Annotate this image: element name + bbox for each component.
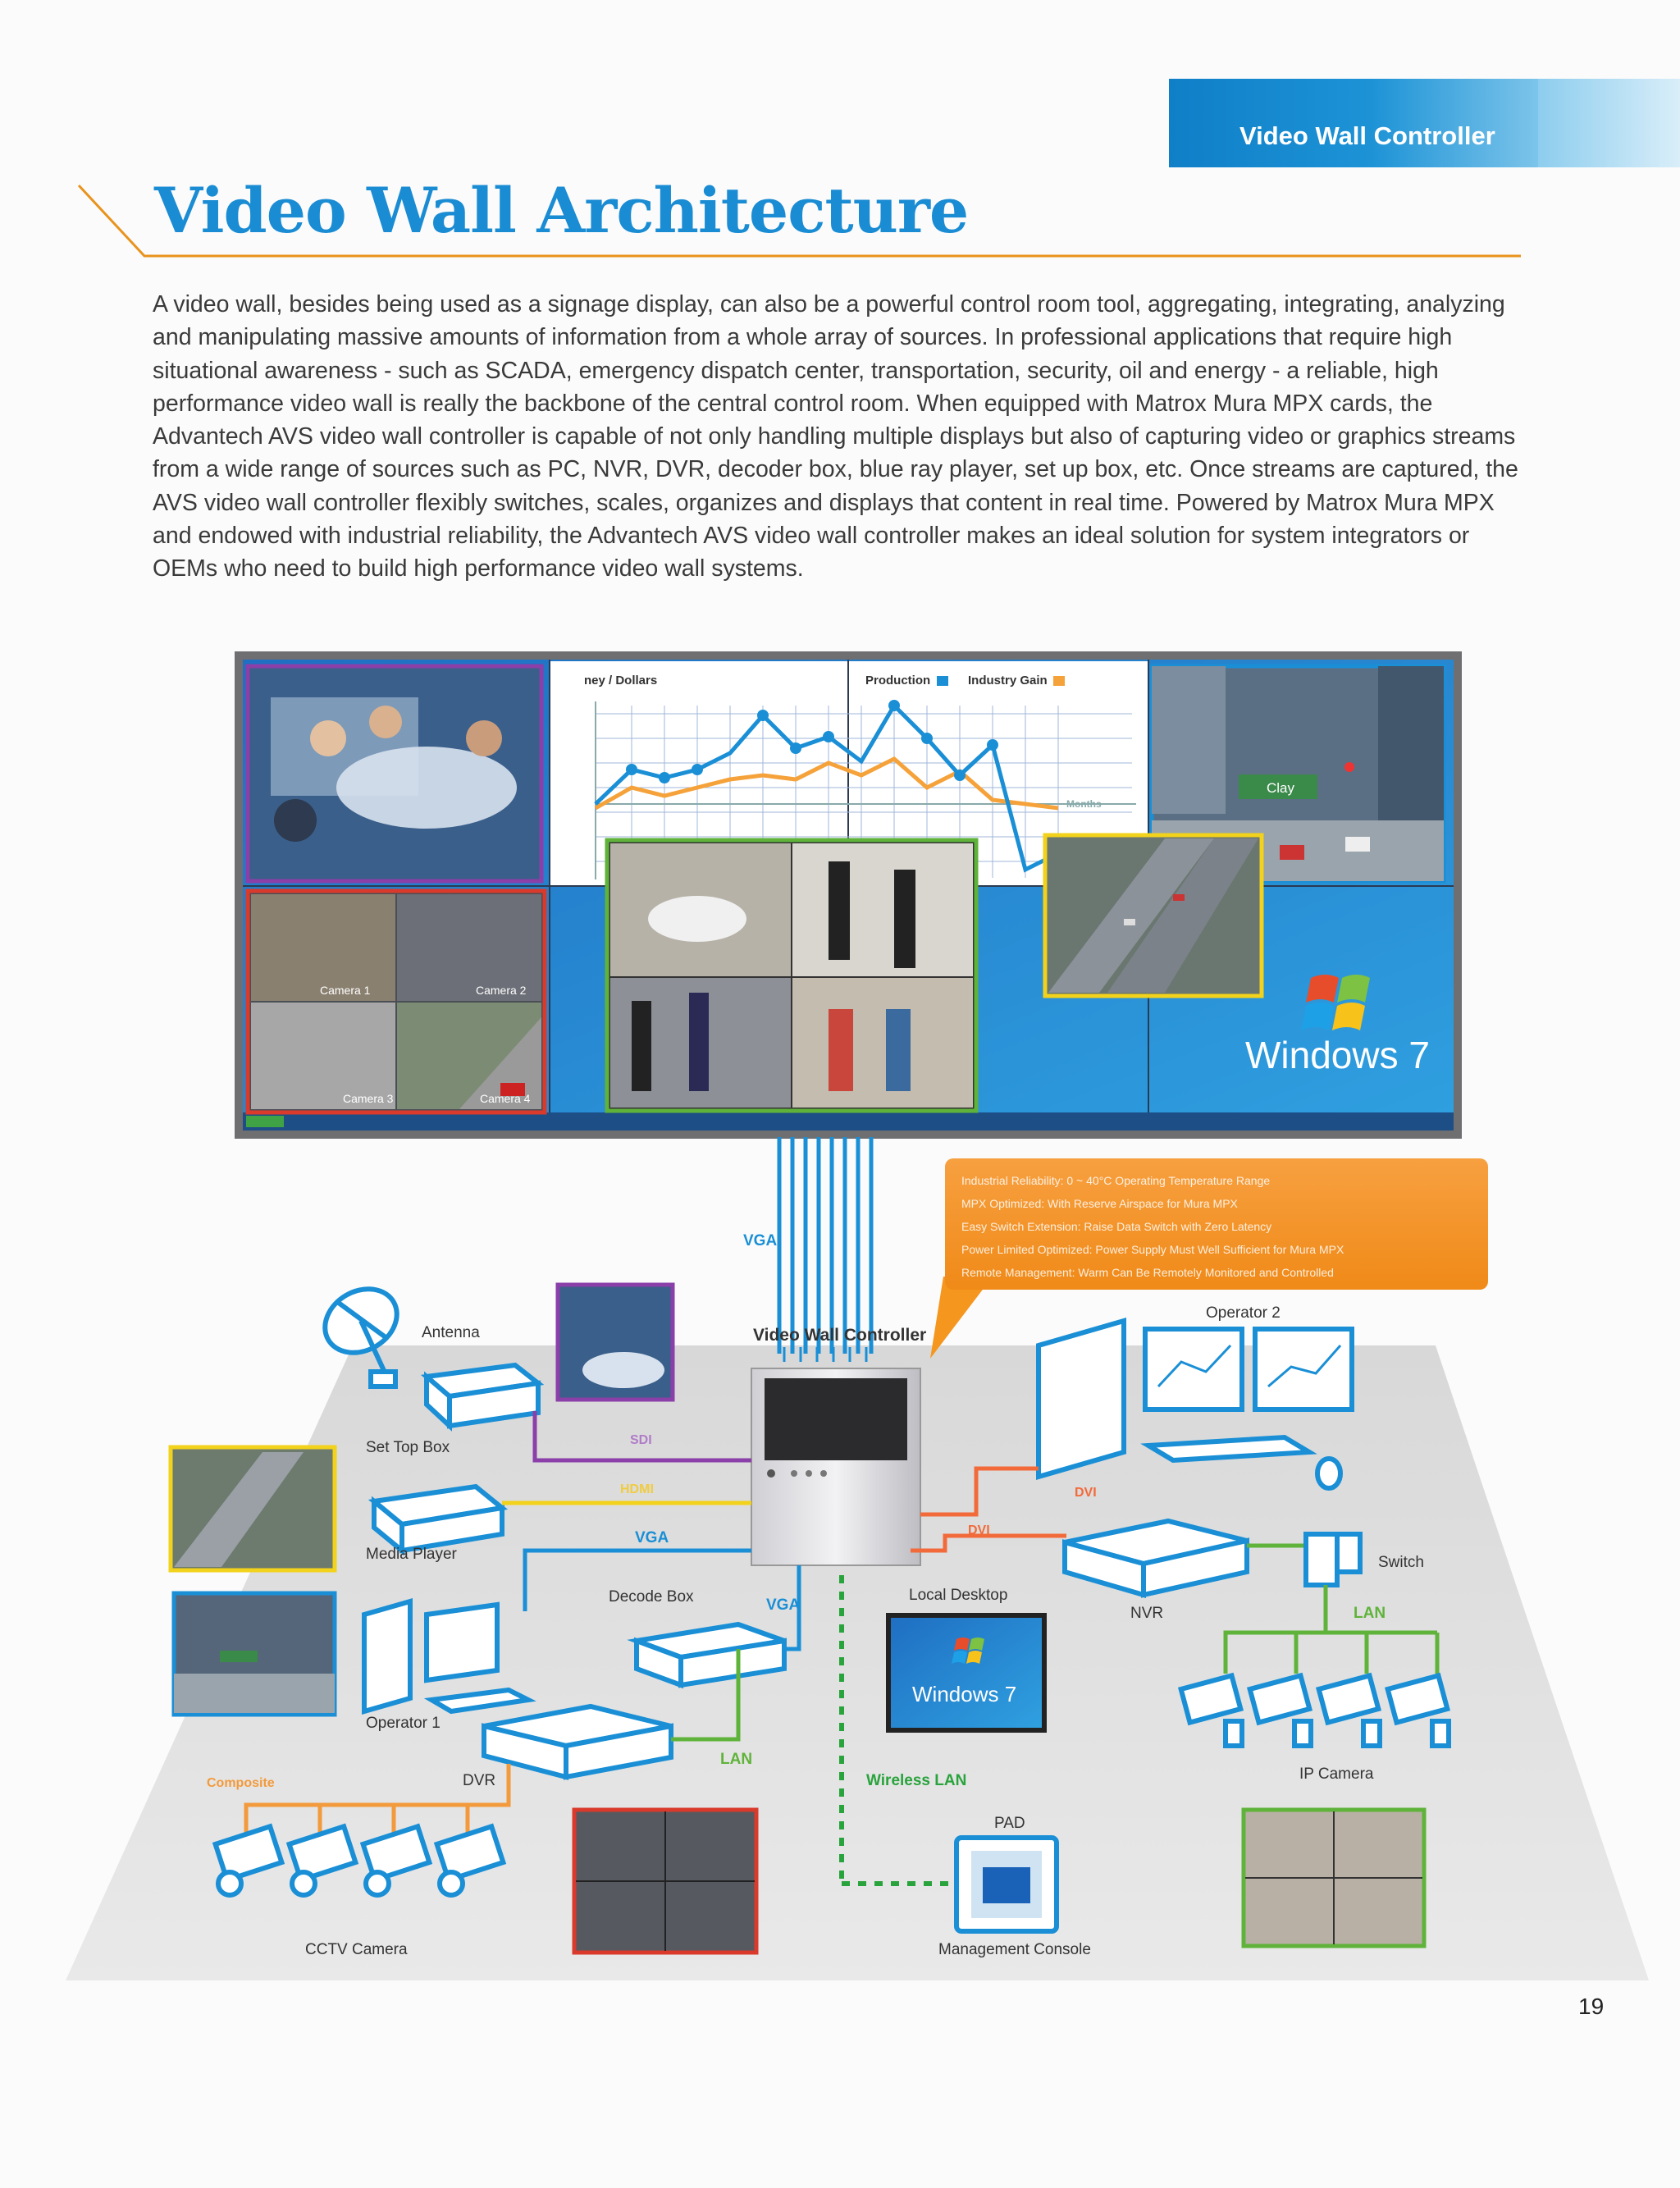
side-photo-cameras [572, 1807, 759, 1955]
section-tab: Video Wall Controller [1169, 79, 1680, 167]
pad-icon [954, 1835, 1059, 1934]
operator2-icon [1036, 1318, 1354, 1491]
dvi-top-label: DVI [1075, 1486, 1097, 1500]
dvi-nvr-label: DVI [968, 1523, 990, 1537]
legend-production-swatch [937, 676, 948, 686]
controller-label: Video Wall Controller [753, 1326, 926, 1345]
title-underline [77, 184, 1521, 258]
local-desktop-monitor: Windows 7 [886, 1613, 1047, 1733]
callout-box [945, 1158, 1488, 1290]
camera-label-1: Camera 1 [320, 984, 371, 997]
wall-meeting-photo [245, 664, 544, 884]
wall-shopping-grid [605, 838, 979, 1113]
composite-label: Composite [207, 1776, 275, 1790]
wall-legend-production: Production [865, 674, 930, 687]
wall-chart-title: ney / Dollars [584, 674, 657, 687]
antenna-label: Antenna [422, 1324, 480, 1341]
wall-taskbar [243, 1112, 1454, 1131]
callout-item-5: Remote Management: Warm Can Be Remotely … [961, 1266, 1334, 1279]
hdmi-label: HDMI [620, 1482, 654, 1496]
wall-street-photo: Clay [1149, 664, 1446, 884]
callout-item-1: Industrial Reliability: 0 ~ 40°C Operati… [961, 1174, 1270, 1187]
camera-label-4: Camera 4 [480, 1092, 531, 1105]
lan-switch-cables [1223, 1585, 1440, 1674]
dvr-label: DVR [463, 1772, 495, 1789]
ip-camera-label: IP Camera [1299, 1765, 1374, 1783]
sdi-cable [532, 1411, 751, 1463]
switch-label: Switch [1378, 1554, 1424, 1571]
intro-paragraph: A video wall, besides being used as a si… [153, 291, 1518, 582]
architecture-diagram: ney / Dollars Production Industry Gain [66, 651, 1649, 1980]
page-title: Video Wall Architecture [154, 174, 969, 247]
wall-camera-grid: Camera 1 Camera 2 Camera 3 Camera 4 [245, 888, 547, 1115]
wall-highway-photo [1043, 833, 1264, 998]
set-top-box-label: Set Top Box [366, 1439, 450, 1456]
vga-decode-label: VGA [766, 1596, 800, 1614]
camera-label-2: Camera 2 [476, 984, 527, 997]
wall-windows-label: Windows 7 [1245, 1034, 1430, 1076]
set-top-box-icon [420, 1362, 545, 1432]
side-photo-street [171, 1591, 337, 1717]
dvi-operator-cable [920, 1466, 1039, 1517]
title-decoration [77, 184, 1521, 258]
video-wall: ney / Dollars Production Industry Gain [235, 651, 1462, 1139]
wireless-lan-label: Wireless LAN [866, 1772, 966, 1789]
callout-item-3: Easy Switch Extension: Raise Data Switch… [961, 1220, 1271, 1233]
callout-item-2: MPX Optimized: With Reserve Airspace for… [961, 1197, 1239, 1210]
side-photo-meeting [555, 1282, 675, 1402]
operator1-icon [362, 1598, 536, 1715]
wall-start-button [246, 1116, 284, 1127]
wall-windows-logo: Windows 7 [1245, 975, 1430, 1076]
features-callout: Industrial Reliability: 0 ~ 40°C Operati… [930, 1158, 1488, 1359]
vga-decode-cable [784, 1565, 801, 1651]
wall-industry-line [594, 756, 1059, 811]
cctv-camera-label: CCTV Camera [305, 1941, 408, 1958]
camera-label-3: Camera 3 [343, 1092, 394, 1105]
nvr-label: NVR [1130, 1605, 1163, 1622]
composite-cables [244, 1764, 511, 1833]
switch-icon [1303, 1532, 1363, 1587]
wall-months-label: Months [1066, 798, 1102, 810]
lan-dvr-cable [671, 1649, 741, 1742]
dvr-icon [482, 1703, 673, 1780]
section-tab-label: Video Wall Controller [1239, 121, 1495, 150]
page-number: 19 [1578, 1994, 1605, 2019]
media-player-label: Media Player [366, 1546, 458, 1563]
operator1-label: Operator 1 [366, 1715, 441, 1732]
media-player-icon [368, 1483, 509, 1556]
side-photo-highway [168, 1445, 337, 1573]
section-tab-bar: Video Wall Controller [1169, 79, 1538, 167]
wall-legend-industry: Industry Gain [968, 674, 1048, 687]
street-sign [1239, 774, 1317, 799]
legend-industry-swatch [1053, 676, 1065, 686]
sdi-label: SDI [630, 1433, 652, 1447]
dvi-nvr-cable [911, 1533, 1066, 1553]
operator2-label: Operator 2 [1206, 1304, 1281, 1322]
pad-label: PAD [994, 1815, 1025, 1832]
section-tab-fade [1538, 79, 1680, 167]
vga-media-cable [523, 1548, 751, 1611]
vga-top-label: VGA [743, 1232, 777, 1249]
lan-switch-label: LAN [1354, 1605, 1386, 1622]
street-sign-label: Clay [1267, 780, 1295, 796]
ip-cameras [1177, 1672, 1451, 1748]
side-photo-shoppers [1241, 1807, 1427, 1948]
video-wall-controller: Video Wall Controller [751, 1326, 926, 1566]
antenna-icon [322, 1286, 399, 1389]
local-desktop-label: Local Desktop [909, 1587, 1007, 1604]
windows-small-label: Windows 7 [912, 1682, 1016, 1706]
decode-box-label: Decode Box [609, 1588, 694, 1606]
cctv-cameras [212, 1823, 507, 1898]
lan-dvr-label: LAN [720, 1751, 752, 1768]
vga-cables [777, 1137, 874, 1354]
vga-media-label: VGA [635, 1529, 669, 1546]
management-console-label: Management Console [938, 1941, 1091, 1958]
decode-box-icon [627, 1621, 787, 1689]
nvr-icon [1062, 1518, 1249, 1598]
callout-item-4: Power Limited Optimized: Power Supply Mu… [961, 1243, 1344, 1256]
